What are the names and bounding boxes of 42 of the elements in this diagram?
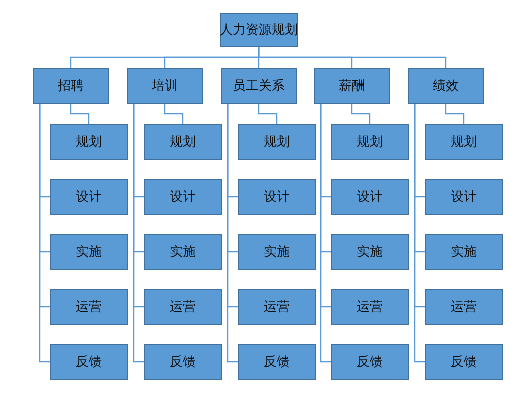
connector-line xyxy=(258,47,447,68)
org-chart-box: 运营 xyxy=(425,289,503,325)
org-chart-box: 人力资源规划 xyxy=(220,13,298,47)
org-chart-box: 设计 xyxy=(144,179,222,215)
org-chart-box: 规划 xyxy=(144,124,222,160)
org-chart-box: 运营 xyxy=(331,289,409,325)
org-chart-box: 设计 xyxy=(238,179,316,215)
org-chart-box: 规划 xyxy=(425,124,503,160)
org-chart-box: 规划 xyxy=(331,124,409,160)
connector-line xyxy=(133,104,144,363)
connector-line xyxy=(351,104,371,124)
connector-line xyxy=(258,104,278,124)
org-chart-box: 实施 xyxy=(238,234,316,270)
connector-line xyxy=(414,104,425,363)
org-chart-box: 规划 xyxy=(50,124,128,160)
org-chart-box: 反馈 xyxy=(425,344,503,380)
connector-line xyxy=(227,104,238,363)
org-chart-box: 反馈 xyxy=(238,344,316,380)
org-chart-box: 实施 xyxy=(425,234,503,270)
org-chart-box: 反馈 xyxy=(50,344,128,380)
connector-line xyxy=(320,104,331,363)
org-chart-box: 反馈 xyxy=(331,344,409,380)
org-chart-box: 薪酬 xyxy=(314,68,390,104)
org-chart-box: 培训 xyxy=(127,68,203,104)
org-chart-box: 招聘 xyxy=(33,68,109,104)
org-chart-box: 运营 xyxy=(50,289,128,325)
org-chart-box: 运营 xyxy=(144,289,222,325)
org-chart-box: 实施 xyxy=(50,234,128,270)
org-chart-box: 反馈 xyxy=(144,344,222,380)
org-chart-box: 绩效 xyxy=(408,68,484,104)
org-chart-box: 实施 xyxy=(331,234,409,270)
org-chart-box: 运营 xyxy=(238,289,316,325)
org-chart-box: 设计 xyxy=(50,179,128,215)
org-chart-box: 设计 xyxy=(425,179,503,215)
org-chart-box: 规划 xyxy=(238,124,316,160)
connector-line xyxy=(164,104,184,124)
org-chart-box: 设计 xyxy=(331,179,409,215)
org-chart-box: 员工关系 xyxy=(221,68,297,104)
connector-line xyxy=(39,104,50,363)
connector-line xyxy=(445,104,465,124)
org-chart-box: 实施 xyxy=(144,234,222,270)
connector-line xyxy=(70,104,90,124)
